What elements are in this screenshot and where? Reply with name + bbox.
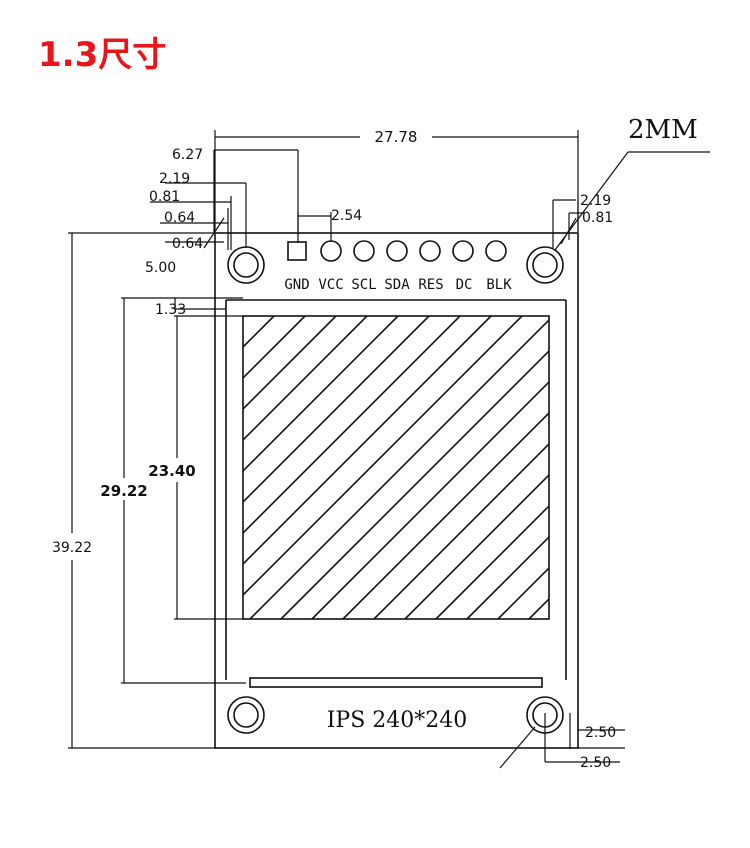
model-label: IPS 240*240 — [327, 708, 468, 733]
hatch-line — [243, 316, 461, 535]
svg-text:1.33: 1.33 — [155, 302, 186, 318]
hatch-line — [243, 316, 399, 473]
pin-label-scl: SCL — [351, 277, 376, 293]
pcb-outline — [214, 232, 579, 749]
pin-pad-gnd — [287, 241, 307, 261]
hatch-line — [243, 316, 306, 380]
dim-total-height: 39.22 — [52, 232, 215, 749]
hatch-line — [243, 316, 368, 442]
pin-pad-sda — [386, 240, 408, 262]
svg-text:2MM: 2MM — [628, 115, 698, 145]
hatch-line — [497, 566, 549, 619]
hatch-line — [243, 316, 275, 349]
diagram-title: 1.3尺寸 — [38, 35, 167, 75]
mount-hole-top-left — [227, 246, 265, 284]
hatch-line — [243, 316, 337, 411]
hatch-line — [404, 473, 549, 619]
svg-text:2.50: 2.50 — [580, 755, 611, 771]
hatch-line — [243, 316, 492, 566]
pin-pad-dc — [452, 240, 474, 262]
svg-text:23.40: 23.40 — [148, 462, 195, 480]
hatch-line — [243, 316, 430, 504]
dim-pin-offset: 6.27 — [172, 147, 299, 235]
svg-text:39.22: 39.22 — [52, 540, 92, 556]
hatch-line — [280, 349, 549, 619]
svg-text:0.81: 0.81 — [582, 210, 613, 226]
pin-pad-res — [419, 240, 441, 262]
hatch-line — [342, 411, 549, 619]
dim-hole-size: 2MM — [554, 115, 710, 251]
svg-text:0.64: 0.64 — [164, 210, 195, 226]
hatch-line — [466, 535, 549, 619]
pin-label-dc: DC — [456, 277, 473, 293]
mount-hole-bottom-left — [227, 696, 265, 734]
svg-text:5.00: 5.00 — [145, 260, 176, 276]
svg-text:6.27: 6.27 — [172, 147, 203, 163]
fpc-connector-strip — [249, 677, 543, 688]
mount-hole-top-right — [526, 246, 564, 284]
hatch-line — [435, 504, 549, 619]
pin-label-gnd: GND — [284, 277, 309, 293]
pin-pad-scl — [353, 240, 375, 262]
pin-pad-blk — [485, 240, 507, 262]
svg-text:0.64: 0.64 — [172, 236, 203, 252]
dim-left-small: 2.19 0.81 0.64 0.64 5.00 1.33 — [145, 171, 247, 318]
pin-label-vcc: VCC — [318, 277, 343, 293]
svg-text:2.50: 2.50 — [585, 725, 616, 741]
pin-label-sda: SDA — [384, 277, 410, 293]
pin-label-blk: BLK — [486, 277, 512, 293]
dim-display-height: 29.22 — [100, 297, 246, 684]
hatch-line — [243, 316, 523, 597]
dim-bottom-right: 2.50 2.50 — [499, 713, 625, 771]
hatch-line — [249, 318, 549, 619]
pin-pad-vcc — [320, 240, 342, 262]
dim-pin-pitch: 2.54 — [297, 208, 362, 243]
screen-area — [242, 315, 550, 620]
pin-label-res: RES — [418, 277, 443, 293]
svg-text:27.78: 27.78 — [375, 128, 418, 146]
screen-hatch — [243, 316, 549, 619]
svg-text:0.81: 0.81 — [149, 189, 180, 205]
dim-active-height: 23.40 — [148, 315, 243, 620]
hatch-line — [243, 316, 244, 318]
hatch-line — [528, 597, 549, 619]
hatch-line — [311, 380, 549, 619]
dim-total-width: 27.78 — [214, 128, 579, 232]
svg-text:2.19: 2.19 — [159, 171, 190, 187]
hatch-line — [373, 442, 549, 619]
svg-text:29.22: 29.22 — [100, 482, 147, 500]
svg-text:2.54: 2.54 — [331, 208, 362, 224]
